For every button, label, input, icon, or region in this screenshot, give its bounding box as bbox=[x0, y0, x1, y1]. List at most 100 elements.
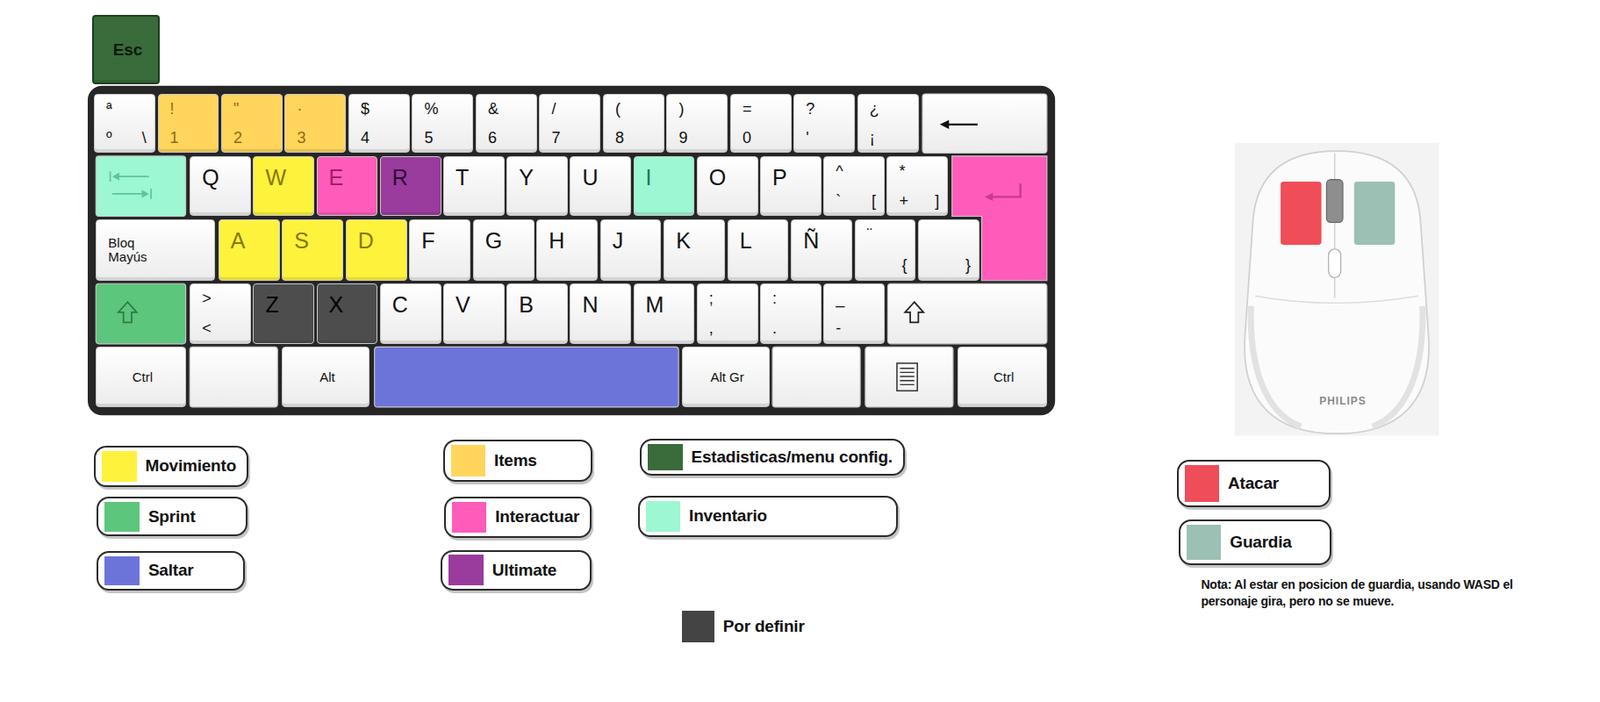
keyboard-key: C bbox=[380, 283, 442, 345]
keyboard-key: E bbox=[316, 156, 379, 217]
space-key bbox=[374, 346, 679, 408]
key-legend: } bbox=[965, 257, 971, 274]
key-legend: 6 bbox=[487, 129, 497, 147]
backspace-arrow bbox=[947, 123, 978, 126]
key-legend: M bbox=[645, 290, 665, 316]
escape-key: Esc bbox=[92, 14, 161, 85]
keyboard-key: &6 bbox=[475, 93, 538, 153]
keyboard-key: F bbox=[408, 219, 471, 281]
legend-swatch bbox=[451, 444, 487, 477]
tab-arrow bbox=[114, 175, 150, 178]
keyboard-key: P bbox=[760, 156, 822, 217]
legend-label: Ultimate bbox=[492, 560, 557, 581]
legend-entry: Items bbox=[443, 439, 594, 482]
shift-symbol bbox=[118, 301, 137, 323]
key-legend: K bbox=[675, 226, 691, 252]
legend-entry: Inventario bbox=[638, 495, 899, 538]
key-legend: . bbox=[772, 320, 777, 338]
keyboard-key: U bbox=[569, 156, 632, 217]
key-legend: º bbox=[106, 129, 113, 147]
keyboard-key: !1 bbox=[157, 93, 220, 153]
key-legend: Ñ bbox=[803, 226, 819, 252]
key-legend: " bbox=[233, 100, 239, 118]
key-legend: ¨ bbox=[867, 226, 873, 244]
note-text: Nota: Al estar en posicion de guardia, u… bbox=[1200, 576, 1548, 610]
key-legend: Alt Gr bbox=[710, 370, 744, 385]
keyboard-key: Ctrl bbox=[957, 346, 1048, 408]
key-legend: S bbox=[294, 226, 309, 252]
keyboard-key: O bbox=[696, 156, 759, 217]
key-legend: 7 bbox=[551, 129, 560, 147]
legend-swatch bbox=[647, 444, 683, 471]
keyboard-key: I bbox=[633, 156, 696, 217]
keyboard-key: B bbox=[506, 283, 568, 345]
key-legend: Alt bbox=[319, 370, 336, 385]
keyboard-key: Ñ bbox=[790, 219, 853, 281]
key-legend: > bbox=[201, 290, 212, 308]
keyboard-key: ¨{ bbox=[854, 219, 917, 281]
key-legend: ` bbox=[835, 193, 841, 210]
mouse-palm-line bbox=[1255, 295, 1419, 303]
keyboard-key: %5 bbox=[411, 93, 474, 153]
key-legend: X bbox=[329, 290, 345, 316]
key-legend: 2 bbox=[233, 129, 243, 147]
keyboard-key: N bbox=[569, 283, 632, 345]
key-legend: < bbox=[201, 320, 212, 338]
keyboard-key: Z bbox=[252, 283, 315, 345]
keyboard-frame bbox=[87, 86, 1055, 417]
key-legend: 0 bbox=[742, 129, 752, 147]
key-legend: ? bbox=[805, 100, 815, 118]
key-legend: T bbox=[455, 163, 469, 189]
menu-icon bbox=[896, 363, 918, 391]
legend-label: Sprint bbox=[148, 507, 196, 527]
key-legend: ¿ bbox=[869, 100, 880, 118]
legend-label: Interactuar bbox=[495, 507, 580, 527]
key-legend: Ctrl bbox=[132, 370, 153, 385]
keyboard-key: Q bbox=[189, 156, 252, 217]
keyboard-key: Bloq Mayús bbox=[95, 219, 216, 281]
keyboard-key: W bbox=[252, 156, 315, 217]
right-shift-key bbox=[887, 283, 1047, 345]
key-legend: + bbox=[898, 193, 909, 210]
keyboard-key: :. bbox=[760, 283, 822, 345]
key-legend: C bbox=[392, 290, 409, 316]
tab-arrow-bar bbox=[109, 171, 112, 182]
key-legend: · bbox=[296, 100, 302, 118]
legend-label: Guardia bbox=[1229, 532, 1292, 553]
key-legend: ( bbox=[615, 100, 621, 118]
keyboard-key: )9 bbox=[666, 93, 728, 153]
key-legend: $ bbox=[360, 100, 370, 118]
key-legend: E bbox=[329, 163, 345, 189]
legend-entry: Atacar bbox=[1176, 459, 1332, 508]
keyboard-key: Y bbox=[506, 156, 568, 217]
key-legend: D bbox=[358, 226, 374, 252]
key-legend: [ bbox=[871, 193, 876, 210]
key-legend: V bbox=[455, 290, 471, 316]
tab-key bbox=[95, 156, 186, 217]
note-label: Nota: Al estar en posicion de guardia, u… bbox=[1200, 576, 1548, 610]
key-legend: ] bbox=[934, 193, 940, 210]
legend-entry: Ultimate bbox=[440, 550, 592, 592]
key-legend: { bbox=[901, 257, 907, 274]
key-legend: Y bbox=[518, 163, 534, 189]
mouse-body bbox=[1244, 150, 1429, 434]
tab-arrow bbox=[112, 193, 148, 195]
legend-swatch bbox=[452, 502, 488, 533]
mouse-background bbox=[1234, 143, 1440, 437]
keyboard-key: Alt bbox=[281, 346, 370, 408]
right-button bbox=[1354, 181, 1396, 245]
blank-key bbox=[772, 346, 861, 408]
mouse-dpi-button bbox=[1328, 249, 1342, 279]
legend-entry: Estadisticas/menu config. bbox=[639, 438, 905, 476]
blank-key bbox=[189, 346, 278, 408]
key-legend: U bbox=[581, 163, 598, 189]
key-legend: ' bbox=[805, 129, 809, 147]
legend-swatch bbox=[104, 556, 140, 587]
key-legend: 5 bbox=[423, 129, 433, 147]
legend-entry: Sprint bbox=[96, 496, 248, 537]
key-legend: ¡ bbox=[869, 129, 876, 147]
mouse-shading bbox=[1372, 306, 1423, 427]
key-legend: Esc bbox=[113, 41, 144, 59]
